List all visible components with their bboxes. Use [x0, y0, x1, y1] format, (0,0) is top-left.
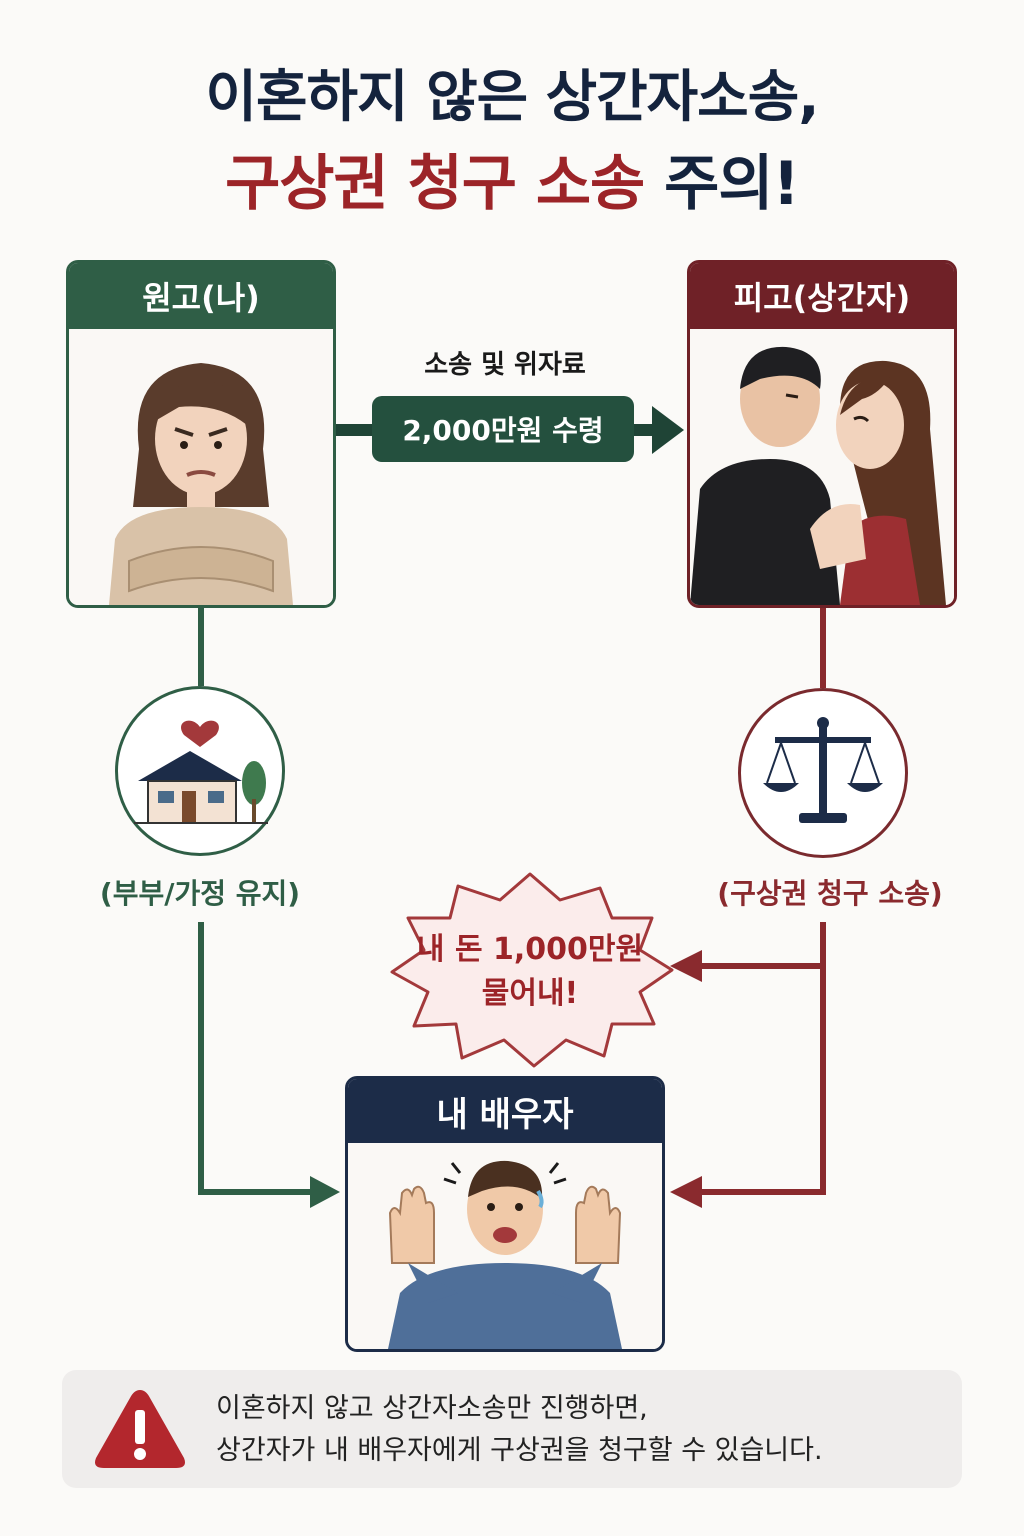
plaintiff-card: 원고(나)	[66, 260, 336, 608]
arrowhead-spouse-right	[670, 1176, 702, 1208]
defendant-label: 피고(상간자)	[690, 263, 954, 329]
page-subtitle: 구상권 청구 소송 주의!	[0, 135, 1024, 222]
spouse-card: 내 배우자	[345, 1076, 665, 1352]
scale-circle	[738, 688, 908, 858]
warning-triangle-icon	[95, 1390, 185, 1468]
amount-badge: 2,000만원 수령	[372, 396, 634, 462]
page-title: 이혼하지 않은 상간자소송,	[205, 65, 820, 130]
defendant-card: 피고(상간자)	[687, 260, 957, 608]
burst-line1: 내 돈 1,000만원	[416, 932, 644, 967]
arrowhead-spouse-left	[310, 1176, 340, 1208]
line-home-spouse	[198, 922, 312, 1195]
spouse-illustration	[348, 1143, 662, 1349]
claim-caption: (구상권 청구 소송)	[717, 877, 943, 910]
warning-box	[62, 1370, 962, 1488]
scale-of-justice-icon	[763, 717, 883, 823]
line-claim-spouse	[700, 922, 826, 1195]
defendant-illustration	[690, 329, 954, 605]
burst-bubble	[390, 872, 674, 1068]
plaintiff-illustration	[69, 329, 333, 605]
subtitle-rest: 주의!	[644, 149, 800, 219]
panicked-man-icon	[388, 1160, 622, 1349]
lawsuit-label: 소송 및 위자료	[424, 350, 586, 380]
home-circle	[115, 686, 285, 856]
house-heart-icon	[134, 720, 268, 824]
family-caption: (부부/가정 유지)	[99, 877, 301, 910]
warning-line2: 상간자가 내 배우자에게 구상권을 청구할 수 있습니다.	[216, 1435, 823, 1466]
warning-line1: 이혼하지 않고 상간자소송만 진행하면,	[216, 1393, 648, 1424]
couple-kissing-icon	[690, 346, 946, 605]
subtitle-highlight: 구상권 청구 소송	[225, 149, 645, 219]
arrowhead-defendant	[652, 406, 684, 454]
arrowhead-burst	[670, 950, 702, 982]
angry-woman-icon	[109, 363, 293, 605]
plaintiff-label: 원고(나)	[69, 263, 333, 329]
burst-message: 내 돈 1,000만원 물어내!	[400, 928, 660, 1016]
spouse-label: 내 배우자	[348, 1079, 662, 1143]
warning-message: 이혼하지 않고 상간자소송만 진행하면, 상간자가 내 배우자에게 구상권을 청…	[216, 1388, 936, 1472]
burst-line2: 물어내!	[481, 976, 579, 1011]
